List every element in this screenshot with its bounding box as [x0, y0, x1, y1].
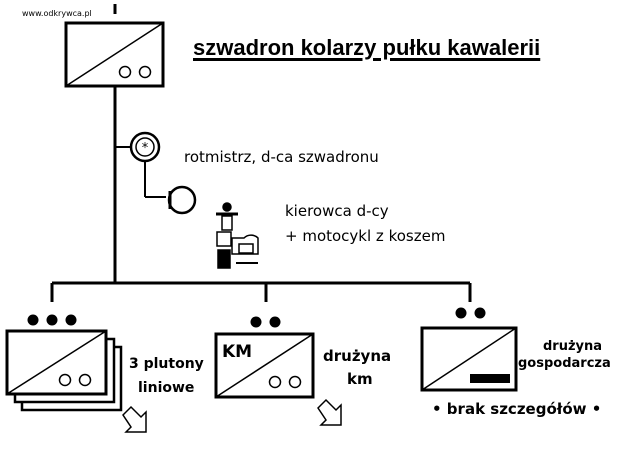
supply-squad-symbol	[420, 307, 518, 392]
supply-squad-label-line2: gospodarcza	[518, 356, 611, 371]
mg-squad-more-arrow-icon	[317, 398, 342, 426]
mg-squad-box-tag: KM	[222, 342, 253, 362]
supply-squad-note: • brak szczegółów •	[432, 400, 602, 418]
watermark-text: www.odkrywca.pl	[22, 9, 92, 18]
svg-text:*: *	[142, 141, 149, 156]
platoons-more-arrow-icon	[122, 405, 147, 433]
driver-label: kierowca d-cy	[285, 202, 389, 220]
motorcycle-sidecar-icon	[216, 202, 259, 269]
mg-squad-label-line2: km	[347, 370, 373, 388]
mg-squad-symbol	[214, 316, 315, 399]
platoons-label-line2: liniowe	[138, 380, 195, 396]
commander-label: rotmistrz, d-ca szwadronu	[184, 148, 379, 166]
diagram-title: szwadron kolarzy pułku kawalerii	[193, 35, 541, 60]
mg-squad-label-line1: drużyna	[323, 347, 392, 365]
platoon-symbol-stack	[5, 314, 123, 412]
driver-icon	[167, 185, 197, 215]
platoons-label-line1: 3 plutony	[129, 356, 204, 372]
motorcycle-label: + motocykl z koszem	[285, 227, 446, 245]
supply-squad-label-line1: drużyna	[543, 339, 603, 354]
